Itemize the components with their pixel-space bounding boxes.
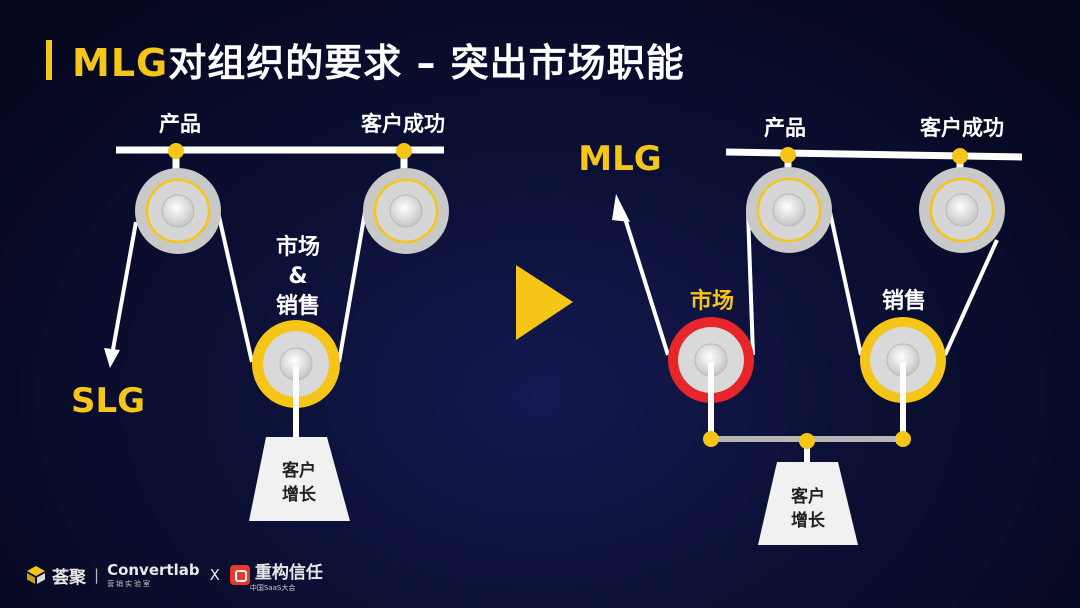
- footer-separator: |: [94, 566, 100, 584]
- left-pulley-product: [135, 168, 221, 254]
- right-weight-label-2: 增长: [791, 510, 826, 531]
- left-label-ampersand: &: [288, 264, 307, 289]
- right-rope-4: [943, 239, 999, 356]
- brand3-name: 重构信任: [254, 562, 323, 583]
- transition-arrow: [516, 265, 573, 340]
- left-label-product: 产品: [159, 112, 201, 136]
- title-rest: 对组织的要求 – 突出市场职能: [168, 41, 685, 85]
- brand2-block: Convertlab 营销实验室: [107, 561, 200, 589]
- right-dot-balance-right: [895, 431, 911, 447]
- right-rope-2: [746, 211, 755, 356]
- left-label-slg: SLG: [71, 381, 145, 421]
- left-dot-product: [168, 143, 184, 159]
- brand3-block: 重构信任 中国SaaS大会: [250, 558, 323, 593]
- right-label-product: 产品: [764, 116, 806, 140]
- left-weight-label-1: 客户: [281, 460, 316, 481]
- slg-arrow-head: [104, 348, 120, 368]
- brand3-sub: 中国SaaS大会: [249, 583, 296, 592]
- title-accent-bar: [46, 40, 52, 80]
- right-diagram: MLG 产品 客户成功 市场 销售 客户 增长: [578, 116, 1023, 545]
- left-rope-mid1: [216, 211, 254, 363]
- right-weight-block: [758, 462, 858, 545]
- right-dot-product: [780, 147, 796, 163]
- right-label-customer-success: 客户成功: [920, 116, 1004, 140]
- left-pulley-marketing-sales: [252, 320, 340, 408]
- right-pulley-sales: [860, 317, 946, 403]
- left-label-marketing: 市场: [276, 234, 320, 260]
- right-weight-label-1: 客户: [790, 486, 825, 507]
- right-pulley-marketing: [668, 317, 754, 403]
- left-rope-mid2: [337, 211, 367, 363]
- brand2-sub: 营销实验室: [107, 580, 153, 588]
- right-pulley-customer-success: [919, 167, 1005, 253]
- right-dot-cs: [952, 148, 968, 164]
- right-dot-balance-mid: [799, 433, 815, 449]
- right-label-mlg: MLG: [578, 139, 661, 179]
- brand2-name: Convertlab: [107, 561, 200, 579]
- footer-logos: 荟聚 | Convertlab 营销实验室 X 重构信任 中国SaaS大会: [26, 558, 323, 593]
- right-dot-balance-left: [703, 431, 719, 447]
- footer-x: X: [209, 566, 220, 584]
- title-accent: MLG: [72, 41, 169, 85]
- right-rope-mlg: [622, 214, 670, 356]
- brand1-logo-icon: [27, 566, 45, 584]
- left-dot-cs: [396, 143, 412, 159]
- brand1-name: 荟聚: [52, 567, 86, 588]
- mlg-arrow-head: [612, 194, 630, 222]
- left-rope-slg: [110, 221, 138, 356]
- left-weight-label-2: 增长: [282, 484, 317, 505]
- left-label-sales: 销售: [276, 293, 320, 319]
- left-pulley-customer-success: [363, 168, 449, 254]
- right-rope-3: [828, 211, 863, 356]
- left-weight-block: [249, 437, 350, 521]
- right-top-bar: [725, 148, 1023, 161]
- left-label-customer-success: 客户成功: [361, 112, 445, 136]
- left-diagram: 产品 客户成功 市场 & 销售 SLG 客户 增长: [71, 112, 449, 521]
- right-label-marketing: 市场: [690, 288, 734, 314]
- right-pulley-product: [746, 167, 832, 253]
- right-label-sales: 销售: [882, 288, 926, 314]
- page-title: MLG对组织的要求 – 突出市场职能: [72, 32, 685, 87]
- brand3-logo-icon: [229, 565, 250, 585]
